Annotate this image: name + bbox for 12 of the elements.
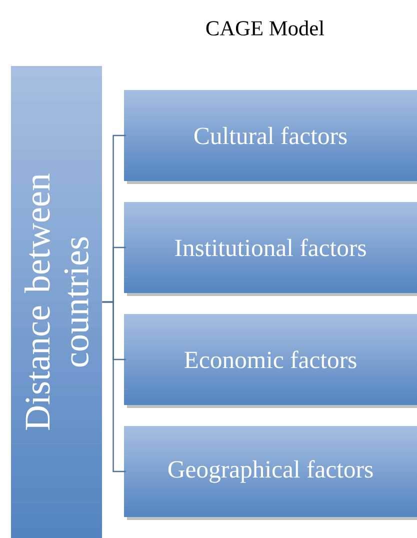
factor-box: Economic factors <box>124 314 417 405</box>
node-label: Geographical factors <box>168 460 373 483</box>
node-label: Economic factors <box>184 350 356 368</box>
node-label: Institutional factors <box>175 238 366 256</box>
node-label: Distance between countries <box>24 174 89 430</box>
title: CAGE Model <box>206 20 324 36</box>
factor-box: Institutional factors <box>124 202 417 293</box>
factor-box: Cultural factors <box>124 90 417 181</box>
factor-box: Geographical factors <box>124 426 417 517</box>
connector <box>102 134 126 303</box>
side-box: Distance between countries <box>11 66 102 538</box>
node-label: Cultural factors <box>194 126 347 144</box>
